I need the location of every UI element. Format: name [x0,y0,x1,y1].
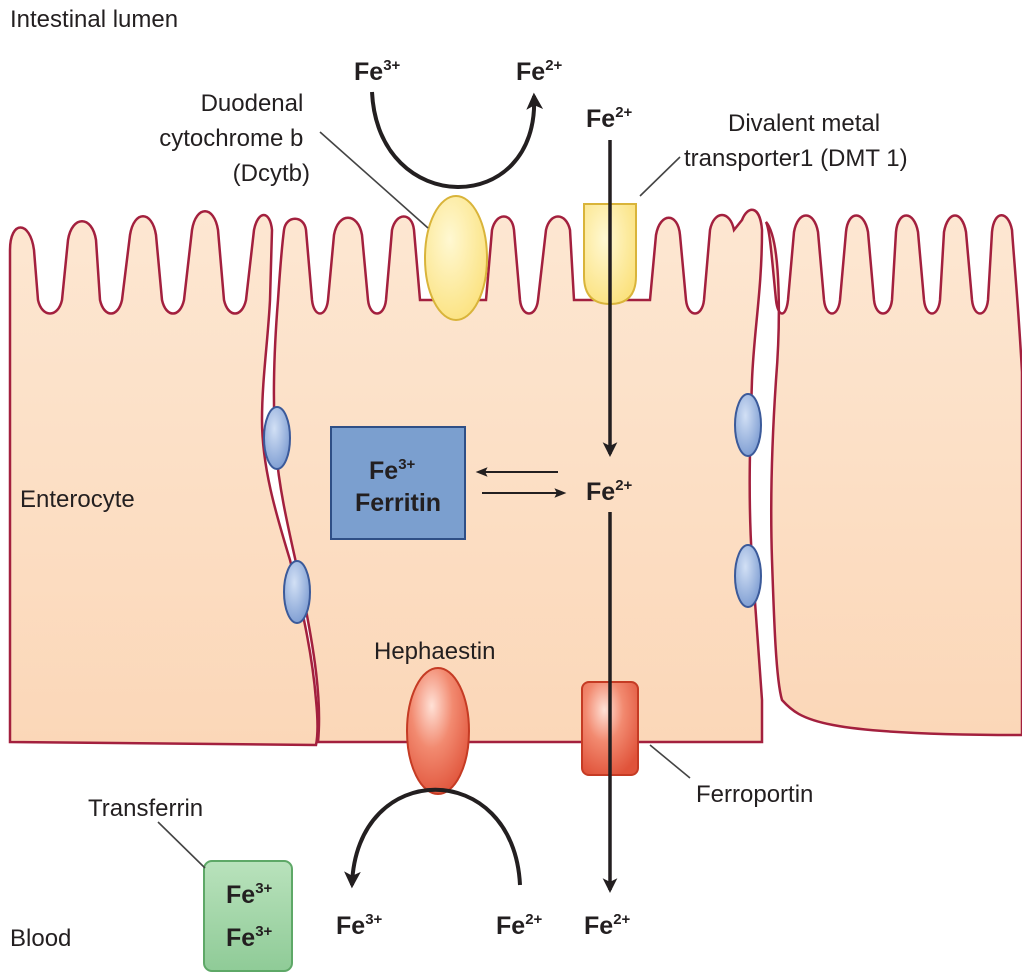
tight-junction [264,407,290,469]
enterocyte-right [766,215,1022,735]
lumen-fe2-ion-reduced: Fe2+ [516,57,563,86]
blood-fe3-ion: Fe3+ [336,911,383,940]
intestinal-lumen-label: Intestinal lumen [10,6,178,33]
ferritin-label: Ferritin [355,489,441,517]
blood-fe2-ion: Fe2+ [584,911,631,940]
lumen-fe2-ion: Fe2+ [586,104,633,133]
blood-fe2-ion-substrate: Fe2+ [496,911,543,940]
enterocyte-left [10,211,318,745]
dcytb-leader-line [320,132,428,228]
transferrin-label: Transferrin [88,795,203,822]
hephaestin-oxidation-arrow [352,790,520,885]
tight-junction [735,394,761,456]
dcytb-protein [425,196,487,320]
hephaestin-protein [407,668,469,794]
transferrin-box [204,861,292,971]
dmt1-leader-line [640,157,680,196]
tight-junction [284,561,310,623]
lumen-fe3-ion: Fe3+ [354,57,401,86]
transferrin-leader-line [158,822,205,868]
dcytb-reduction-arrow [372,92,534,187]
dmt1-label: Divalent metal transporter1 (DMT 1) [684,110,908,172]
dcytb-label: Duodenal cytochrome b (Dcytb) [159,90,310,187]
blood-label: Blood [10,925,71,952]
hephaestin-label: Hephaestin [374,638,495,665]
ferroportin-leader-line [650,745,690,778]
tight-junction [735,545,761,607]
enterocyte-label: Enterocyte [20,486,135,513]
ferroportin-label: Ferroportin [696,781,813,808]
